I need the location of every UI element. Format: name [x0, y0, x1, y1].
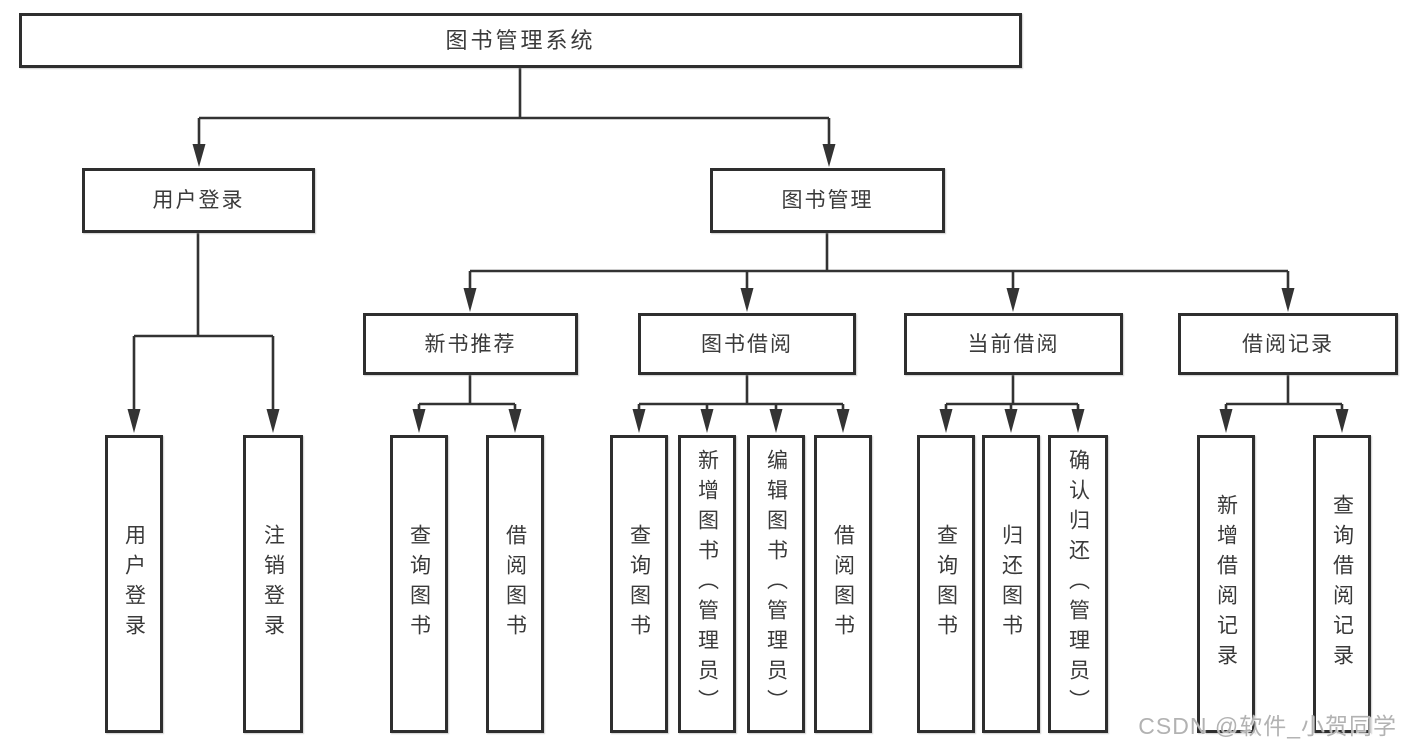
- node-new-book-recommend: 新书推荐: [363, 313, 578, 375]
- leaf-logout: 注销登录: [243, 435, 303, 733]
- csdn-watermark: CSDN @软件_小贺同学: [1138, 713, 1397, 739]
- leaf-records-query-record: 查询借阅记录: [1313, 435, 1371, 733]
- leaf-records-add-record: 新增借阅记录: [1197, 435, 1255, 733]
- node-library-system: 图书管理系统: [19, 13, 1022, 68]
- leaf-newbook-query-books: 查询图书: [390, 435, 448, 733]
- node-book-borrowing: 图书借阅: [638, 313, 856, 375]
- leaf-current-confirm-return-admin: 确认归还（管理员）: [1048, 435, 1108, 733]
- leaf-borrowing-add-books-admin: 新增图书（管理员）: [678, 435, 736, 733]
- leaf-current-query-books: 查询图书: [917, 435, 975, 733]
- leaf-newbook-borrow-books: 借阅图书: [486, 435, 544, 733]
- leaf-borrowing-query-books: 查询图书: [610, 435, 668, 733]
- leaf-borrowing-borrow-books: 借阅图书: [814, 435, 872, 733]
- node-user-login: 用户登录: [82, 168, 315, 233]
- leaf-borrowing-edit-books-admin: 编辑图书（管理员）: [747, 435, 805, 733]
- leaf-current-return-books: 归还图书: [982, 435, 1040, 733]
- node-book-management: 图书管理: [710, 168, 945, 233]
- leaf-user-login: 用户登录: [105, 435, 163, 733]
- node-borrowing-records: 借阅记录: [1178, 313, 1398, 375]
- node-current-borrowing: 当前借阅: [904, 313, 1123, 375]
